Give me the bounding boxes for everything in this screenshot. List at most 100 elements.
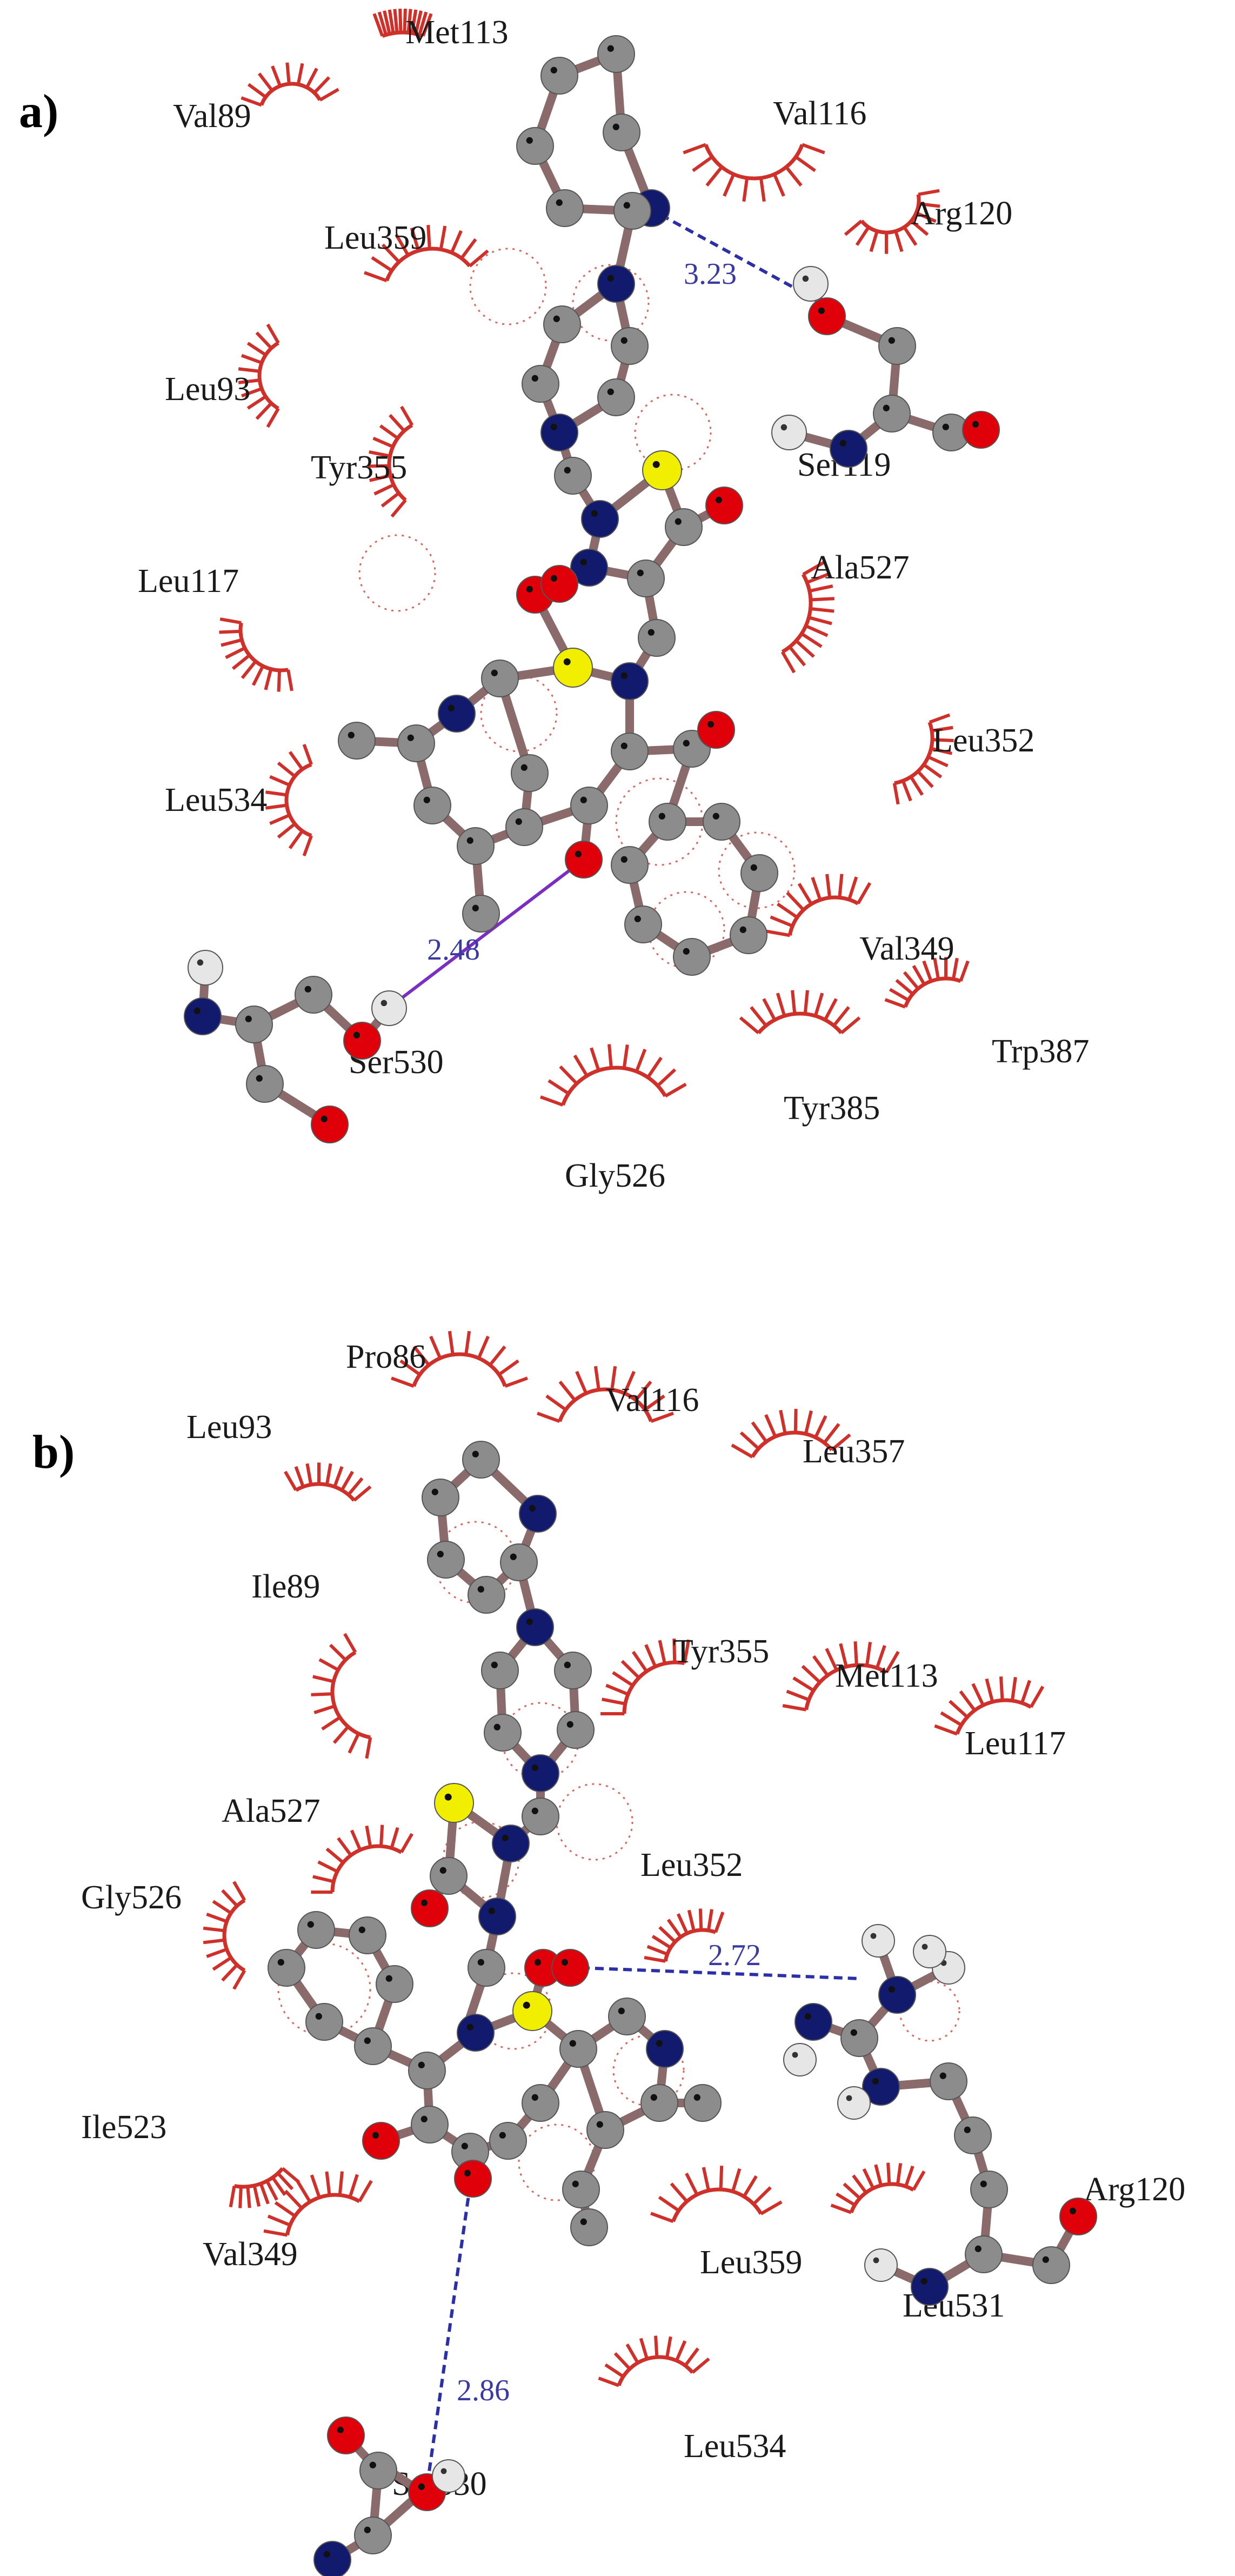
arc-tick — [305, 1463, 313, 1485]
carbon-atom-icon — [354, 2517, 392, 2554]
atom-highlight — [510, 1553, 517, 1560]
atom-highlight — [364, 2526, 371, 2533]
arc-tick — [537, 1412, 560, 1423]
arc-tick — [766, 929, 790, 937]
arc-tick — [801, 1665, 821, 1683]
arc-tick — [265, 803, 288, 810]
arc-tick — [646, 1056, 663, 1079]
atom-highlight — [564, 467, 571, 474]
carbon-atom-icon — [295, 976, 332, 1014]
arc-tick — [539, 1095, 564, 1107]
arc-tick — [605, 1683, 629, 1696]
arc-tick — [809, 584, 833, 593]
arc-tick — [498, 1359, 519, 1376]
arc-tick — [246, 395, 267, 410]
arc-tick — [644, 1394, 665, 1412]
residue-label-leu352: Leu352 — [640, 1847, 743, 1883]
arc-tick — [786, 891, 805, 911]
carbon-atom-icon — [611, 846, 649, 884]
carbon-atom-icon — [597, 35, 635, 73]
oxygen-atom-icon — [454, 2160, 492, 2198]
arc-tick — [658, 1926, 677, 1943]
arc-tick — [804, 1410, 813, 1435]
atom-highlight — [245, 1015, 252, 1022]
atom-highlight — [564, 1661, 571, 1668]
contact-halo-icon — [634, 394, 712, 471]
carbon-atom-icon — [430, 1857, 468, 1895]
arc-tick — [271, 2176, 286, 2196]
arc-tick — [410, 9, 418, 34]
arc-tick — [231, 654, 251, 670]
arc-tick — [934, 1724, 958, 1736]
arc-tick — [823, 1423, 840, 1444]
atom-highlight — [683, 948, 690, 955]
carbon-atom-icon — [522, 2084, 559, 2122]
arc-tick — [504, 1376, 528, 1388]
hydrophobic-arc-icon — [263, 2171, 373, 2237]
contact-halo-icon — [718, 831, 796, 909]
oxygen-atom-icon — [962, 411, 1000, 449]
arc-tick — [238, 2186, 243, 2208]
atom-highlight — [707, 721, 714, 728]
arc-tick — [838, 874, 844, 898]
atom-highlight — [550, 423, 557, 430]
carbon-atom-icon — [873, 395, 911, 432]
carbon-atom-icon — [559, 2030, 597, 2068]
carbon-atom-icon — [522, 365, 559, 403]
carbon-atom-icon — [970, 2171, 1008, 2208]
arc-tick — [348, 2174, 359, 2198]
arc-tick — [247, 83, 267, 98]
atom-highlight — [364, 2037, 371, 2044]
atom-highlight — [420, 2115, 428, 2122]
arc-tick — [389, 414, 406, 432]
arc-tick — [350, 1829, 362, 1851]
carbon-atom-icon — [840, 2019, 878, 2057]
arc-tick — [1020, 1680, 1031, 1704]
nitrogen-atom-icon — [878, 1976, 916, 2014]
hydrophobic-arc-icon — [241, 62, 339, 107]
carbon-atom-icon — [640, 2084, 678, 2122]
arc-tick — [623, 1370, 636, 1394]
carbon-atom-icon — [411, 2106, 449, 2144]
arc-tick — [265, 790, 288, 797]
arc-tick — [229, 2186, 236, 2208]
carbon-atom-icon — [376, 1965, 413, 2003]
nitrogen-atom-icon — [492, 1825, 530, 1862]
arc-tick — [383, 10, 391, 35]
arc-curve — [285, 2193, 361, 2235]
carbon-atom-icon — [427, 1541, 465, 1579]
carbon-atom-icon — [546, 189, 584, 227]
arc-tick — [365, 1737, 372, 1759]
carbon-atom-icon — [684, 2084, 722, 2122]
carbon-atom-icon — [481, 660, 519, 697]
atom-highlight — [304, 986, 311, 993]
arc-tick — [548, 1079, 570, 1095]
arc-tick — [780, 651, 796, 674]
arc-tick — [894, 230, 904, 252]
arc-tick — [266, 323, 280, 344]
atom-highlight — [385, 1975, 392, 1982]
arc-curve — [622, 1660, 685, 1714]
arc-tick — [731, 2168, 742, 2192]
arc-tick — [559, 1065, 578, 1085]
nitrogen-atom-icon — [597, 265, 635, 303]
arc-tick — [372, 436, 394, 449]
arc-tick — [329, 1643, 347, 1661]
atom-highlight — [358, 1926, 365, 1933]
arc-tick — [371, 256, 393, 272]
arc-tick — [896, 2163, 903, 2185]
hydrophobic-arc-icon — [284, 1462, 372, 1502]
hydrophobic-arc-icon — [782, 1641, 900, 1712]
atom-highlight — [804, 2013, 811, 2020]
residue-label-met113: Met113 — [405, 14, 509, 51]
residue-label-pro86: Pro86 — [346, 1339, 426, 1375]
atom-highlight — [839, 440, 846, 447]
arc-tick — [635, 1380, 652, 1401]
arc-tick — [380, 491, 400, 508]
hydrophobic-arc-icon — [892, 713, 954, 805]
contact-halo-icon — [647, 891, 725, 969]
arc-tick — [338, 2171, 344, 2195]
arc-tick — [776, 902, 798, 919]
carbon-atom-icon — [627, 560, 665, 597]
residue-label-leu534: Leu534 — [684, 2428, 786, 2465]
